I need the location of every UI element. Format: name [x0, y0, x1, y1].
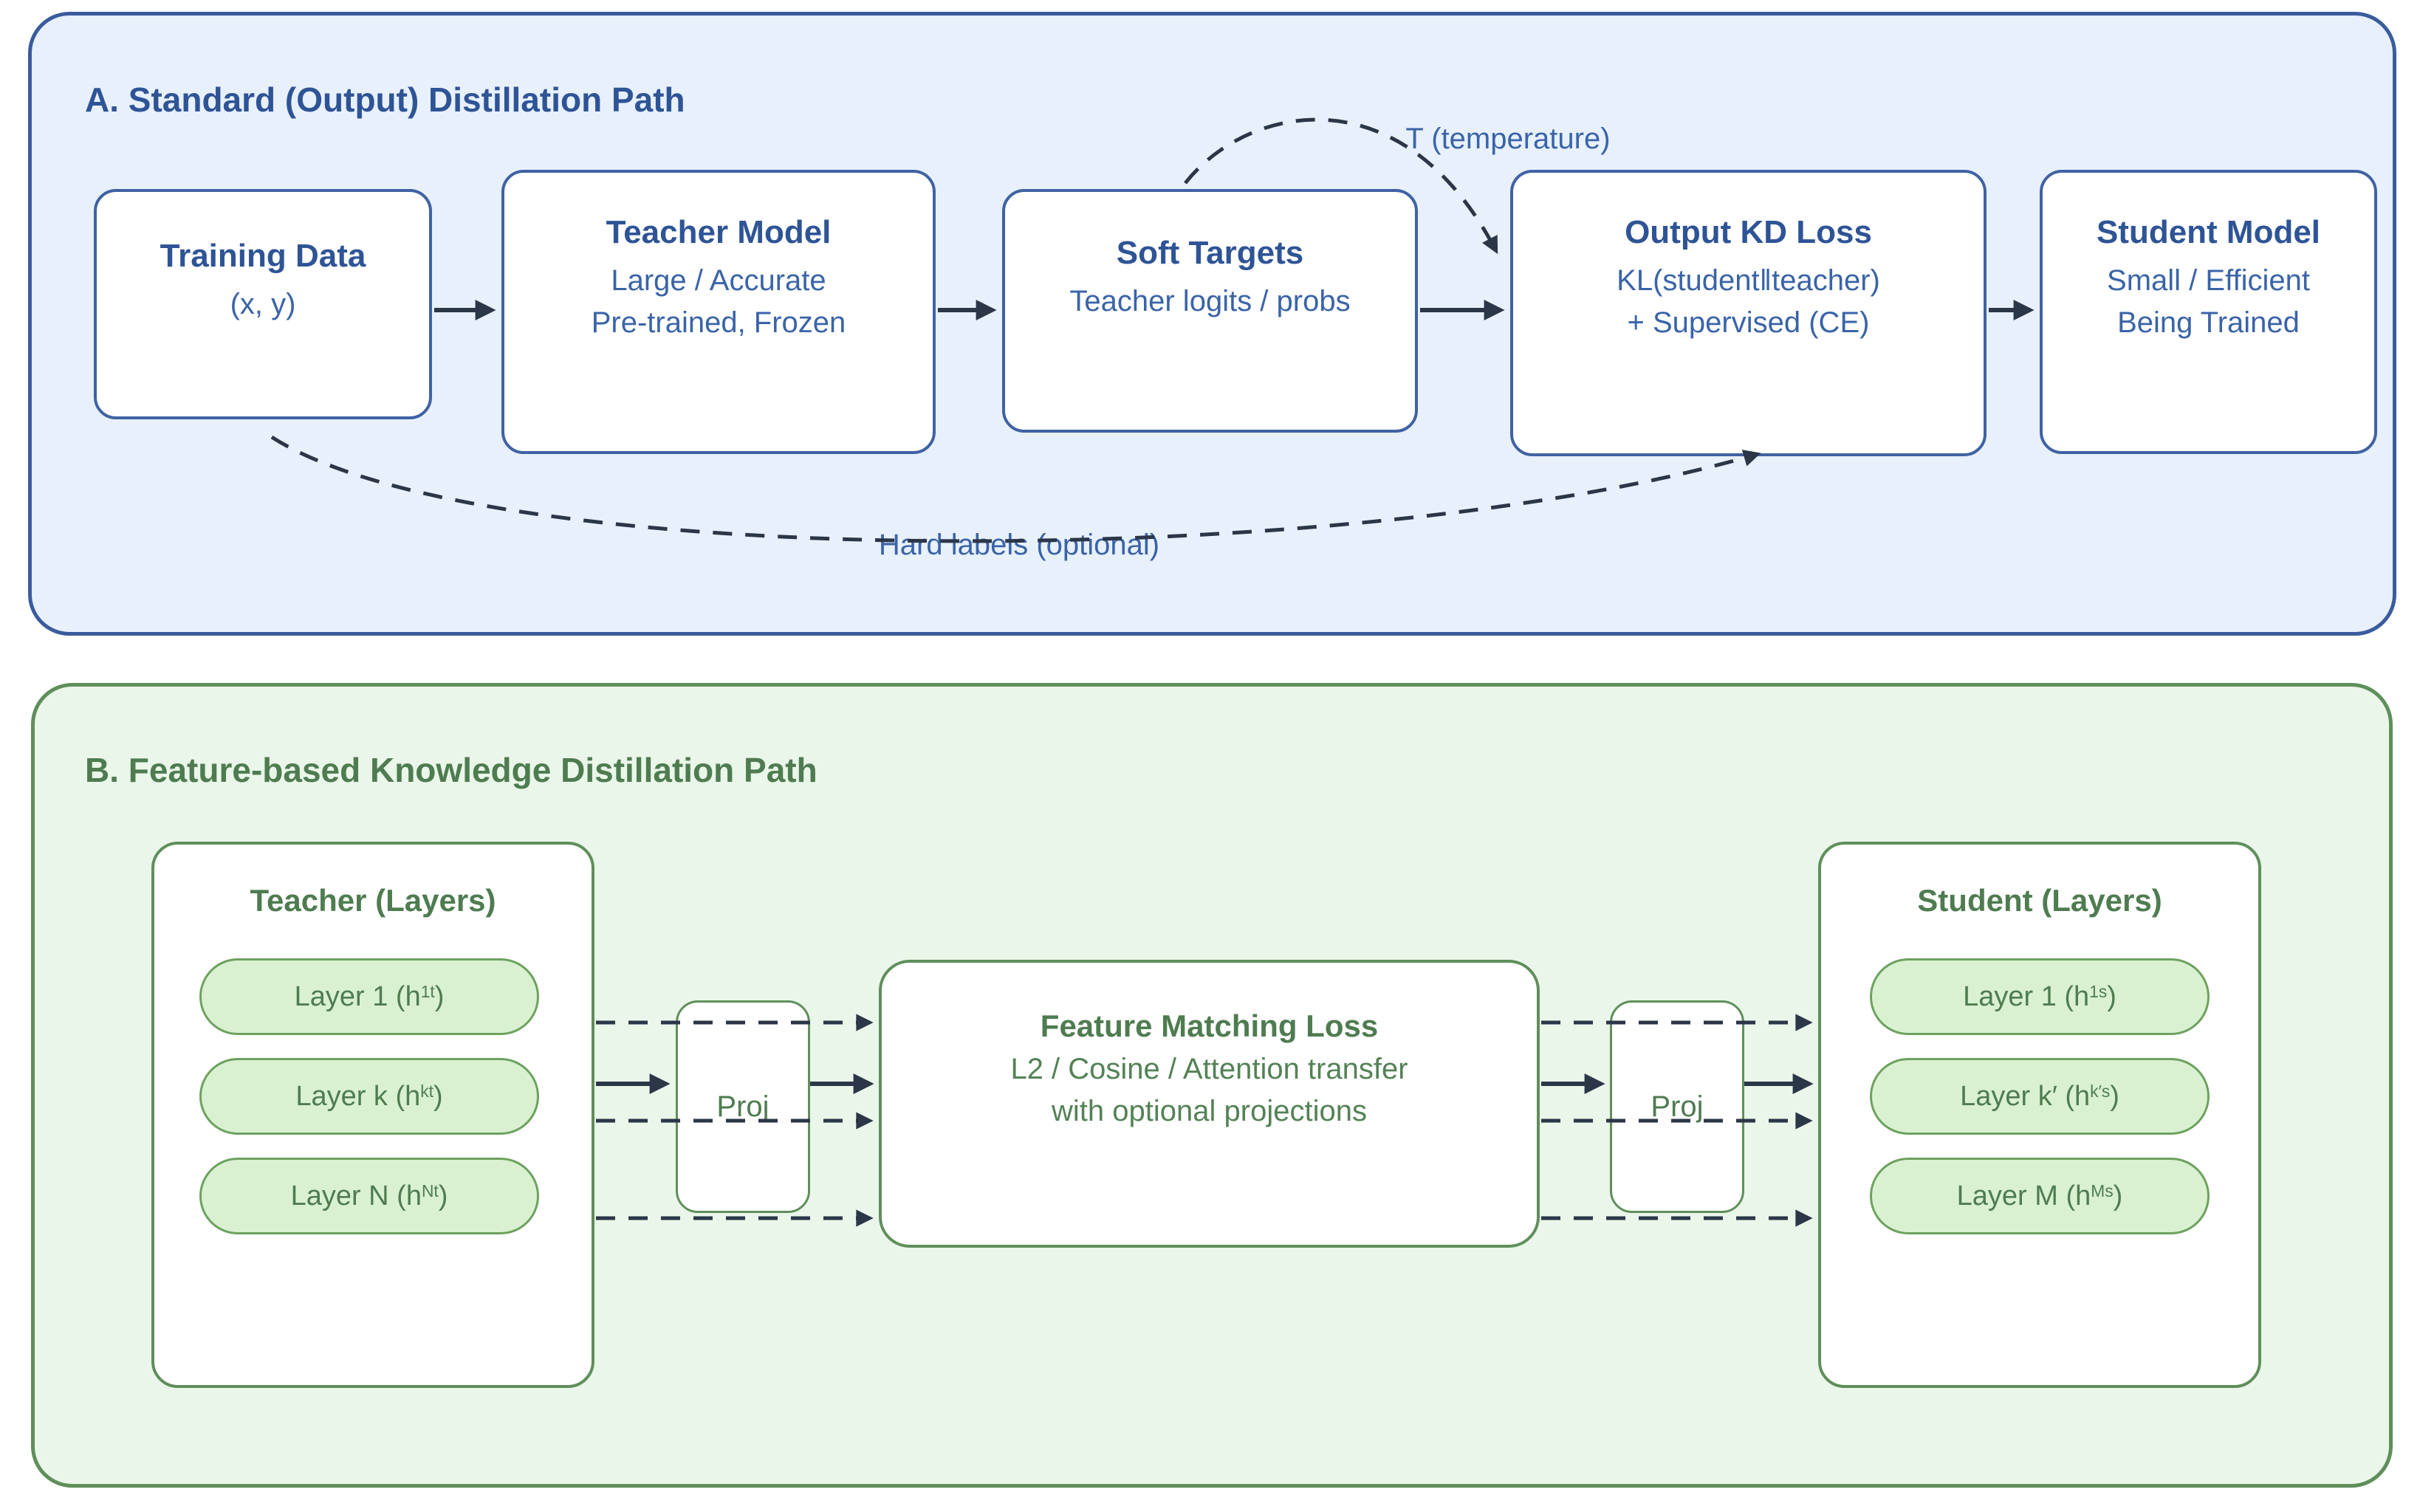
- projection-right-box: Proj: [1610, 1000, 1744, 1213]
- student-layer-m-pill: Layer M (hMs): [1870, 1158, 2210, 1234]
- node-line: Large / Accurate: [611, 264, 826, 297]
- node-output-kd-loss: Output KD Loss KL(student‖teacher) + Sup…: [1510, 170, 1987, 456]
- panel-a-title: A. Standard (Output) Distillation Path: [85, 80, 685, 120]
- node-title: Teacher Model: [606, 214, 832, 250]
- node-line: Pre-trained, Frozen: [591, 306, 846, 339]
- pill-label: Layer k (hkt): [295, 1080, 443, 1112]
- teacher-layer-1-pill: Layer 1 (h1t): [199, 958, 539, 1035]
- node-title: Student Model: [2096, 214, 2321, 250]
- pill-label: Layer M (hMs): [1956, 1180, 2123, 1212]
- pill-superscript: kt: [420, 1082, 434, 1102]
- teacher-layer-n-pill: Layer N (hNt): [199, 1158, 539, 1234]
- node-title: Output KD Loss: [1625, 214, 1872, 250]
- loss-title: Feature Matching Loss: [1040, 1008, 1379, 1043]
- node-title: Training Data: [160, 238, 366, 274]
- pill-superscript: 1t: [420, 982, 435, 1002]
- pill-superscript: 1s: [2089, 982, 2108, 1002]
- node-line: Being Trained: [2117, 306, 2300, 339]
- teacher-layers-title: Teacher (Layers): [250, 883, 496, 918]
- projection-left-box: Proj: [676, 1000, 810, 1213]
- hard-labels-label: Hard labels (optional): [878, 529, 1160, 561]
- pill-superscript: Nt: [421, 1181, 439, 1201]
- node-teacher-model: Teacher Model Large / Accurate Pre-train…: [501, 170, 936, 454]
- loss-line: with optional projections: [1052, 1094, 1367, 1127]
- node-line: + Supervised (CE): [1627, 306, 1870, 339]
- node-line: (x, y): [230, 288, 296, 320]
- pill-superscript: Ms: [2091, 1181, 2114, 1201]
- temperature-label: T (temperature): [1405, 123, 1611, 155]
- node-line: KL(student‖teacher): [1617, 264, 1880, 297]
- feature-matching-loss-box: Feature Matching Loss L2 / Cosine / Atte…: [879, 960, 1540, 1248]
- node-line: Small / Efficient: [2107, 264, 2310, 297]
- pill-label: Layer N (hNt): [290, 1180, 448, 1212]
- node-training-data: Training Data (x, y): [94, 189, 432, 419]
- student-layer-1-pill: Layer 1 (h1s): [1870, 958, 2210, 1035]
- student-layers-title: Student (Layers): [1917, 883, 2162, 918]
- pill-label: Layer 1 (h1s): [1963, 980, 2116, 1012]
- projection-left-label: Proj: [716, 1090, 769, 1123]
- pill-label: Layer k′ (hk′s): [1960, 1080, 2119, 1112]
- node-soft-targets: Soft Targets Teacher logits / probs: [1002, 189, 1418, 433]
- pill-label: Layer 1 (h1t): [294, 980, 445, 1012]
- node-title: Soft Targets: [1116, 235, 1304, 271]
- pill-superscript: k′s: [2090, 1082, 2111, 1102]
- loss-line: L2 / Cosine / Attention transfer: [1010, 1053, 1408, 1085]
- node-line: Teacher logits / probs: [1069, 285, 1351, 317]
- panel-b-title: B. Feature-based Knowledge Distillation …: [85, 751, 817, 790]
- teacher-layer-k-pill: Layer k (hkt): [199, 1058, 539, 1135]
- projection-right-label: Proj: [1651, 1090, 1704, 1123]
- node-student-model: Student Model Small / Efficient Being Tr…: [2040, 170, 2377, 454]
- student-layer-kprime-pill: Layer k′ (hk′s): [1870, 1058, 2210, 1135]
